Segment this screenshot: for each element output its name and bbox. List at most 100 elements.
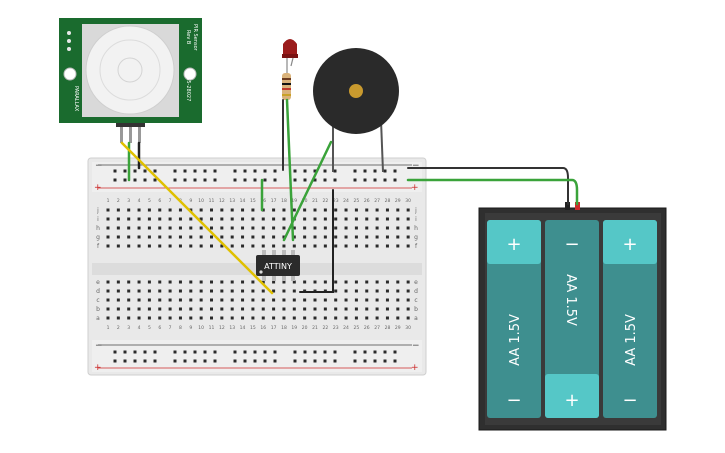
buzzer-leg: [380, 119, 384, 173]
rail-minus-bottom-right: −: [412, 341, 420, 351]
breadboard-hole: [365, 280, 369, 284]
breadboard-hole: [375, 244, 379, 248]
breadboard-hole: [293, 350, 297, 354]
breadboard-hole: [334, 298, 338, 302]
breadboard-hole: [313, 298, 317, 302]
column-number: 30: [405, 325, 411, 331]
breadboard-hole: [106, 244, 110, 248]
breadboard-hole: [106, 235, 110, 239]
column-number: 15: [250, 325, 256, 331]
breadboard-hole: [406, 307, 410, 311]
breadboard-hole: [153, 178, 157, 182]
breadboard-hole: [230, 298, 234, 302]
breadboard-hole: [406, 226, 410, 230]
breadboard-hole: [243, 178, 247, 182]
led-dome: [283, 39, 297, 55]
column-number: 14: [240, 198, 246, 204]
breadboard-hole: [168, 217, 172, 221]
breadboard-hole: [193, 178, 197, 182]
breadboard-hole: [365, 244, 369, 248]
breadboard-hole: [396, 208, 400, 212]
breadboard-hole: [203, 169, 207, 173]
breadboard-hole: [243, 350, 247, 354]
breadboard-hole: [243, 169, 247, 173]
resistor: [282, 73, 291, 100]
breadboard-hole: [303, 208, 307, 212]
chip-pin: [262, 275, 266, 281]
resistor-band: [282, 94, 291, 96]
resistor-band: [282, 83, 291, 85]
breadboard-hole: [199, 280, 203, 284]
breadboard-hole: [137, 235, 141, 239]
pir-pin: [120, 121, 123, 143]
column-number: 7: [169, 325, 172, 331]
breadboard-hole: [158, 226, 162, 230]
breadboard-hole: [153, 169, 157, 173]
battery-cell-label: AA 1.5V: [563, 274, 578, 326]
pir-title: PIR Sensor: [192, 24, 198, 52]
breadboard-hole: [333, 350, 337, 354]
row-letter: h: [96, 225, 100, 232]
breadboard-hole: [323, 244, 327, 248]
breadboard-hole: [199, 244, 203, 248]
breadboard-hole: [253, 178, 257, 182]
battery-terminal-negative: [565, 202, 570, 210]
breadboard-hole: [344, 280, 348, 284]
breadboard-hole: [220, 226, 224, 230]
wire-battery-negative: [407, 167, 569, 205]
pir-mount-hole: [63, 67, 77, 81]
breadboard-hole: [282, 217, 286, 221]
breadboard-hole: [251, 298, 255, 302]
breadboard-hole: [353, 169, 357, 173]
breadboard-hole: [220, 217, 224, 221]
breadboard-hole: [261, 289, 265, 293]
breadboard-hole: [116, 280, 120, 284]
column-number: 4: [138, 325, 141, 331]
breadboard-hole: [168, 244, 172, 248]
breadboard-hole: [178, 217, 182, 221]
breadboard-hole: [153, 350, 157, 354]
breadboard-hole: [375, 280, 379, 284]
breadboard-hole: [334, 226, 338, 230]
row-letter: j: [414, 207, 417, 214]
breadboard-hole: [147, 244, 151, 248]
breadboard-hole: [273, 169, 277, 173]
breadboard-hole: [354, 316, 358, 320]
breadboard-hole: [137, 298, 141, 302]
breadboard-hole: [127, 307, 131, 311]
chip-pin: [282, 250, 286, 256]
breadboard-hole: [178, 298, 182, 302]
battery-cell: [603, 220, 657, 418]
breadboard-hole: [173, 169, 177, 173]
column-number: 26: [364, 325, 370, 331]
column-number: 1: [107, 325, 110, 331]
breadboard-hole: [241, 226, 245, 230]
breadboard-hole: [210, 244, 213, 248]
breadboard-hole: [143, 350, 147, 354]
pir-sensor: PARALLAX PIR Sensor Rev B 555-28027: [59, 18, 202, 143]
breadboard-hole: [313, 350, 317, 354]
breadboard-hole: [292, 226, 296, 230]
breadboard-hole: [253, 169, 257, 173]
resistor-band: [282, 78, 291, 80]
breadboard-hole: [127, 235, 131, 239]
pir-brand: PARALLAX: [73, 86, 79, 112]
breadboard-hole: [133, 178, 137, 182]
breadboard-hole: [292, 307, 296, 311]
breadboard-hole: [116, 298, 120, 302]
breadboard-hole: [220, 298, 224, 302]
column-number: 28: [385, 325, 391, 331]
breadboard-hole: [406, 235, 410, 239]
breadboard-hole: [293, 359, 297, 363]
breadboard-hole: [193, 169, 197, 173]
battery-cell-label: AA 1.5V: [624, 314, 639, 366]
breadboard-hole: [116, 235, 120, 239]
breadboard-hole: [353, 178, 357, 182]
breadboard-hole: [303, 350, 307, 354]
breadboard-hole: [168, 280, 172, 284]
breadboard-hole: [263, 350, 267, 354]
breadboard-hole: [220, 280, 224, 284]
breadboard-hole: [313, 280, 317, 284]
breadboard-hole: [282, 307, 286, 311]
battery-cell-bottom-symbol: +: [564, 390, 579, 411]
